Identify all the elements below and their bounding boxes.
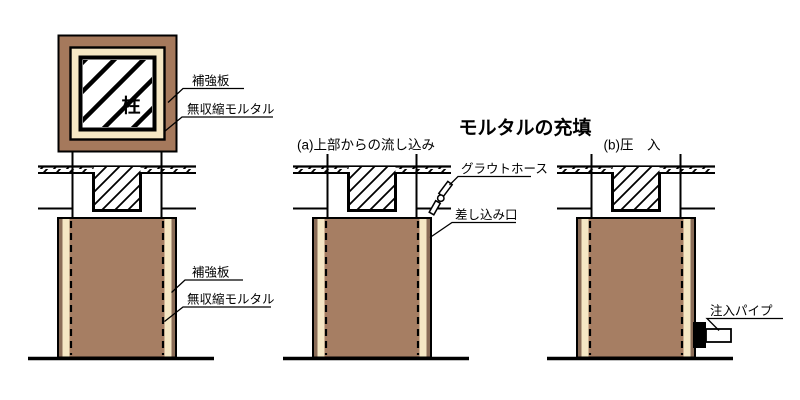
leader-line [705,317,783,331]
injection-fitting [693,322,706,348]
hose-elbow [436,194,445,203]
inlet-label: 差し込み口 [455,208,518,222]
plate-label-top: 補強板 [192,74,230,88]
label-grout-hose: グラウトホース [449,162,548,186]
mortar-label-top: 無収縮モルタル [187,102,275,117]
grout-hose-label: グラウトホース [461,162,548,176]
label-mortar-elevation: 無収縮モルタル [164,292,275,323]
mortar-label-elevation: 無収縮モルタル [187,292,275,307]
caption-method-b: (b)圧 入 [604,138,661,153]
hose-lower-segment [428,199,442,216]
label-plate-top: 補強板 [167,74,244,103]
caption-method-a: (a)上部からの流し込み [297,138,435,153]
column-elevation-left [26,152,216,361]
leader-line [164,306,271,323]
column-elevation-method-a [281,152,471,361]
injection-pipe [705,328,732,343]
leader-line [167,87,244,103]
leader-line [164,116,273,133]
injection-pipe-label: 注入パイプ [710,303,773,318]
plate-label-elevation: 補強板 [192,266,230,280]
column-kanji-label: 柱 [121,94,140,117]
leader-line [429,221,516,239]
diagram-title: モルタルの充填 [458,116,591,139]
label-plate-elevation: 補強板 [171,266,243,293]
leader-line [449,175,531,186]
label-inlet: 差し込み口 [429,208,518,239]
section-core-hatch [83,60,152,127]
leader-line [171,279,243,293]
label-mortar-top: 無収縮モルタル [164,102,275,133]
cross-section-view: 柱 [57,34,178,156]
injection-pipe-assembly [693,322,732,348]
grout-hose [428,180,454,216]
label-injection-pipe: 注入パイプ [705,303,783,331]
